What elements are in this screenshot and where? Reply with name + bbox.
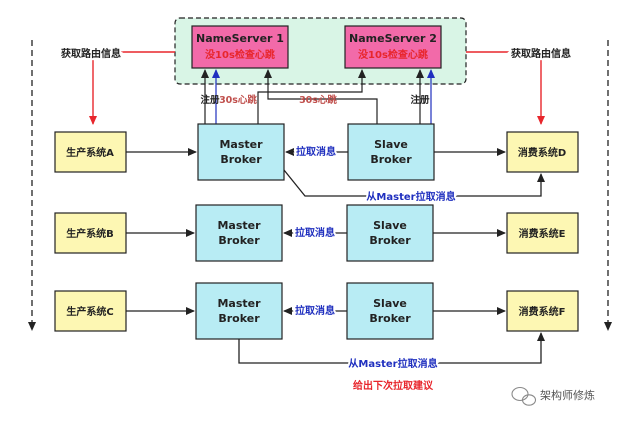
master-broker-2: Master Broker: [195, 204, 283, 262]
producer-a: 生产系统A: [54, 131, 127, 173]
consumer-d-label: 消费系统D: [518, 146, 566, 159]
master-broker-2-line2: Broker: [218, 234, 260, 247]
slave-broker-2: Slave Broker: [346, 204, 434, 262]
pull-label-2: 拉取消息: [295, 226, 335, 239]
slave-broker-1-line1: Slave: [374, 138, 408, 151]
nameserver-1: NameServer 1 没10s检查心跳: [191, 25, 289, 69]
producer-c: 生产系统C: [54, 290, 127, 332]
heartbeat-label-1: 30s心跳: [219, 94, 257, 106]
watermark-text: 架构师修炼: [540, 388, 595, 402]
master-1-to-consumer-d: [283, 169, 545, 197]
master-broker-1-line2: Broker: [220, 153, 262, 166]
slave1-to-ns1: [264, 69, 378, 124]
slave-broker-3-line1: Slave: [373, 297, 407, 310]
master-broker-2-line1: Master: [217, 219, 261, 232]
master-broker-3: Master Broker: [195, 282, 283, 340]
slave-broker-2-line1: Slave: [373, 219, 407, 232]
producer-a-label: 生产系统A: [66, 146, 114, 159]
slave-broker-3-line2: Broker: [369, 312, 411, 325]
master-broker-1-line1: Master: [219, 138, 263, 151]
watermark: 架构师修炼: [511, 386, 595, 406]
slave-broker-2-line2: Broker: [369, 234, 411, 247]
route-label-left: 获取路由信息: [60, 47, 121, 60]
register-label-1: 注册: [200, 94, 220, 106]
consumer-e-label: 消费系统E: [519, 227, 566, 240]
route-label-right: 获取路由信息: [510, 47, 571, 60]
pull-from-master-label-1: 从Master拉取消息: [366, 190, 455, 203]
next-pull-suggestion-label: 给出下次拉取建议: [353, 379, 434, 392]
master-broker-3-line2: Broker: [218, 312, 260, 325]
slave-broker-3: Slave Broker: [346, 282, 434, 340]
producer-c-label: 生产系统C: [66, 305, 113, 318]
consumer-d: 消费系统D: [506, 131, 579, 173]
consumer-f-label: 消费系统F: [519, 305, 566, 318]
nameserver-2-subtitle: 没10s检查心跳: [358, 48, 428, 61]
master-broker-1: Master Broker: [197, 123, 285, 181]
register-label-2: 注册: [410, 94, 430, 106]
wechat-icon: [511, 386, 537, 406]
slave-broker-1-line2: Broker: [370, 153, 412, 166]
master-broker-3-line1: Master: [217, 297, 261, 310]
heartbeat-label-2: 30s心跳: [299, 94, 337, 106]
pull-from-master-label-2: 从Master拉取消息: [348, 357, 437, 370]
consumer-f: 消费系统F: [506, 290, 579, 332]
pull-label-3: 拉取消息: [295, 304, 335, 317]
nameserver-1-title: NameServer 1: [196, 32, 284, 45]
producer-b: 生产系统B: [54, 212, 127, 254]
producer-b-label: 生产系统B: [66, 227, 114, 240]
master1-to-ns2: [257, 69, 366, 124]
master-3-to-consumer-f: [238, 332, 545, 364]
nameserver-1-subtitle: 没10s检查心跳: [205, 48, 275, 61]
consumer-e: 消费系统E: [506, 212, 579, 254]
slave-broker-1: Slave Broker: [347, 123, 435, 181]
pull-label-1: 拉取消息: [296, 145, 336, 158]
nameserver-2: NameServer 2 没10s检查心跳: [344, 25, 442, 69]
nameserver-2-title: NameServer 2: [349, 32, 437, 45]
